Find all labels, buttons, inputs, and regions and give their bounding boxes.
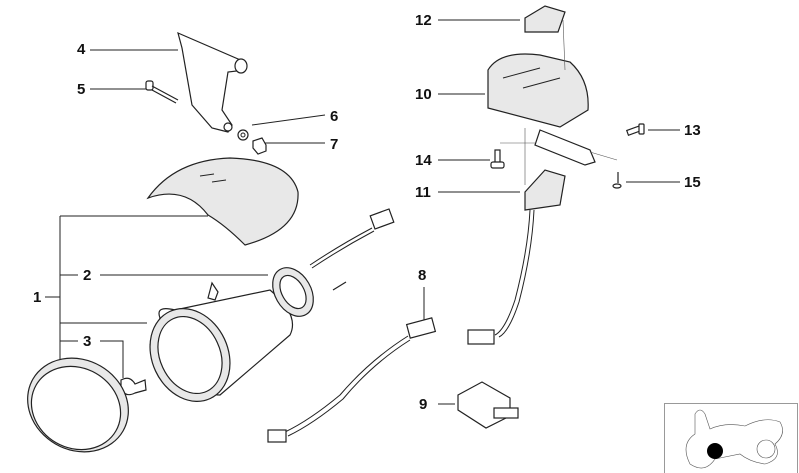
callout-14: 14	[415, 152, 432, 169]
part-13-screw	[625, 123, 645, 136]
part-4-bracket	[177, 31, 248, 133]
part-9-relay	[457, 381, 519, 429]
part-8-harness	[267, 317, 437, 443]
part-11-switch	[524, 169, 566, 211]
callout-15: 15	[684, 174, 701, 191]
callout-13: 13	[684, 122, 701, 139]
callout-8: 8	[418, 267, 427, 284]
part-cover	[146, 157, 299, 246]
callout-5: 5	[77, 81, 86, 98]
callout-12: 12	[415, 12, 432, 29]
part-15-screw	[612, 172, 622, 189]
callout-3: 3	[83, 333, 92, 350]
callout-4: 4	[77, 41, 86, 58]
part-12-button	[524, 5, 566, 33]
part-6-washer	[237, 129, 249, 141]
callout-1: 1	[33, 289, 42, 306]
part-housing	[149, 281, 294, 402]
part-5-bolt	[145, 80, 179, 104]
part-10-switch-housing	[487, 53, 596, 166]
callout-6: 6	[330, 108, 339, 125]
callout-2: 2	[83, 267, 92, 284]
callout-7: 7	[330, 136, 339, 153]
leader-lines	[45, 19, 680, 405]
motorcycle-outline-icon	[685, 409, 783, 469]
switch-connector	[467, 329, 495, 345]
callout-9: 9	[419, 396, 428, 413]
callout-10: 10	[415, 86, 432, 103]
part-7-nut	[252, 137, 267, 155]
location-thumbnail	[664, 403, 798, 473]
part-14-screw	[490, 149, 505, 169]
location-marker	[707, 443, 723, 459]
part-2-socket	[272, 208, 395, 317]
callout-11: 11	[415, 184, 431, 201]
part-3-bulb-lens	[27, 357, 147, 453]
